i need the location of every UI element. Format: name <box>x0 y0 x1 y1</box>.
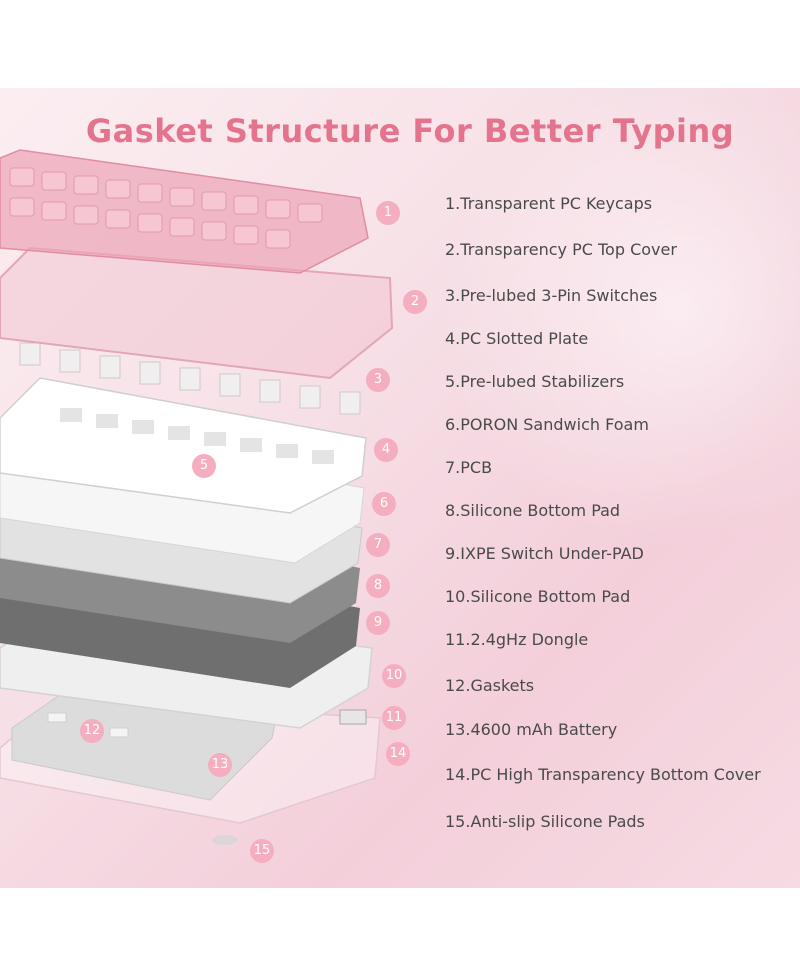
product-infographic: Gasket Structure For Better Typing <box>0 88 800 888</box>
keyboard-exploded-illustration <box>0 149 394 845</box>
feature-item: 13.4600 mAh Battery <box>445 720 618 739</box>
feature-item: 12.Gaskets <box>445 676 535 695</box>
top-cover-part <box>0 246 394 380</box>
feature-list: 1.Transparent PC Keycaps 2.Transparency … <box>445 88 800 888</box>
badge-15: 15 <box>250 839 274 863</box>
badge-9: 9 <box>366 611 390 635</box>
feature-item: 6.PORON Sandwich Foam <box>445 415 649 434</box>
badge-3: 3 <box>366 368 390 392</box>
dongle-part <box>339 709 367 725</box>
badge-11: 11 <box>382 706 406 730</box>
feature-item: 15.Anti-slip Silicone Pads <box>445 812 645 831</box>
badge-13: 13 <box>208 753 232 777</box>
badge-2: 2 <box>403 290 427 314</box>
badge-14: 14 <box>386 742 410 766</box>
slotted-plate-part <box>0 377 367 514</box>
anti-slip-pad-part <box>212 835 238 845</box>
badge-6: 6 <box>372 492 396 516</box>
badge-10: 10 <box>382 664 406 688</box>
feature-item: 2.Transparency PC Top Cover <box>445 240 677 259</box>
badge-12: 12 <box>80 719 104 743</box>
badge-4: 4 <box>374 438 398 462</box>
feature-item: 14.PC High Transparency Bottom Cover <box>445 765 761 784</box>
infographic-title: Gasket Structure For Better Typing <box>85 112 735 150</box>
feature-item: 3.Pre-lubed 3-Pin Switches <box>445 286 658 305</box>
badge-7: 7 <box>366 533 390 557</box>
feature-item: 8.Silicone Bottom Pad <box>445 501 621 520</box>
badge-8: 8 <box>366 574 390 598</box>
badge-1: 1 <box>376 201 400 225</box>
gasket-part <box>109 727 129 738</box>
feature-item: 5.Pre-lubed Stabilizers <box>445 372 625 391</box>
badge-5: 5 <box>192 454 216 478</box>
feature-item: 7.PCB <box>445 458 493 477</box>
feature-item: 9.IXPE Switch Under-PAD <box>445 544 644 563</box>
gasket-part <box>47 712 67 723</box>
feature-item: 4.PC Slotted Plate <box>445 329 589 348</box>
switches-part <box>19 342 361 415</box>
feature-item: 1.Transparent PC Keycaps <box>445 194 653 213</box>
feature-item: 11.2.4gHz Dongle <box>445 630 589 649</box>
feature-item: 10.Silicone Bottom Pad <box>445 587 631 606</box>
